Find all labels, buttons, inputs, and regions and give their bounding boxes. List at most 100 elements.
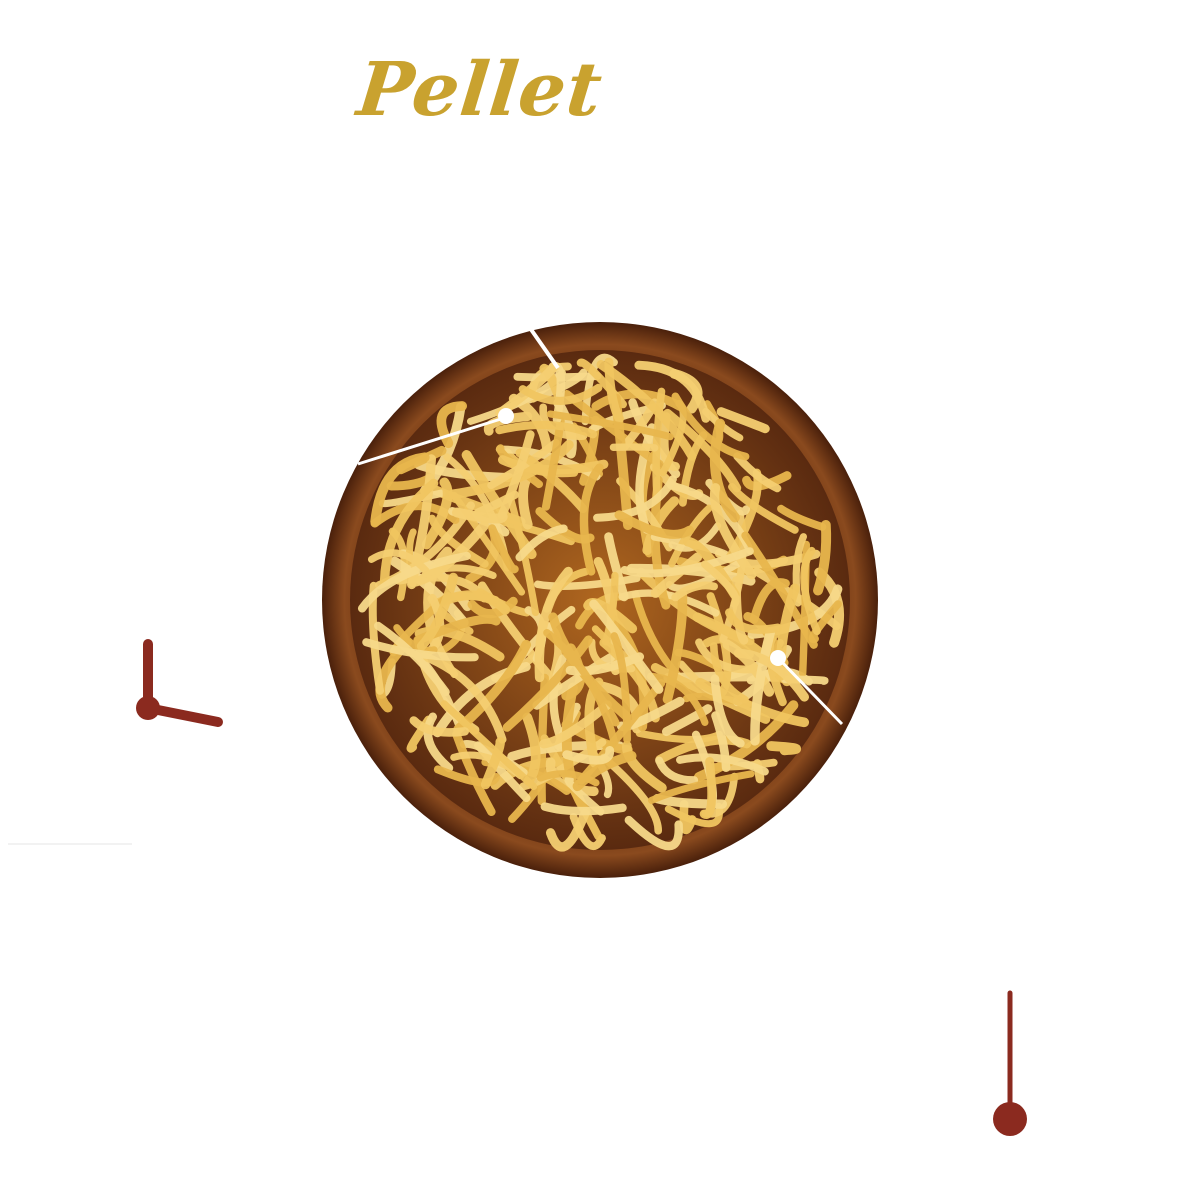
pasta-strand xyxy=(546,410,674,441)
pasta-bowl-illustration xyxy=(322,322,878,878)
pasta-strand xyxy=(620,547,754,578)
pasta-strand xyxy=(604,532,629,602)
pasta-strand xyxy=(518,383,603,405)
pasta-strand xyxy=(622,740,667,793)
pasta-strand xyxy=(416,572,458,651)
pasta-strand xyxy=(367,549,430,575)
pasta-strand xyxy=(813,519,832,596)
pasta-strand xyxy=(593,475,677,522)
pasta-strand xyxy=(699,757,717,819)
pasta-strand xyxy=(716,407,770,434)
pasta-strand xyxy=(701,560,740,608)
pasta-strand xyxy=(709,483,757,580)
pasta-strand xyxy=(467,596,518,619)
pasta-strand xyxy=(634,360,711,423)
pasta-strand xyxy=(452,730,496,816)
pasta-strand xyxy=(421,564,497,579)
pasta-strand xyxy=(624,815,683,851)
pasta-strand xyxy=(440,700,538,791)
pasta-strand xyxy=(414,626,505,662)
pasta-strand xyxy=(522,712,541,786)
pasta-strand xyxy=(379,478,439,587)
pasta-strand xyxy=(357,551,471,613)
pasta-strand xyxy=(750,627,775,746)
pasta-strand xyxy=(647,770,755,804)
pasta-strand xyxy=(800,546,821,636)
pasta-strand xyxy=(733,648,809,702)
pasta-strand xyxy=(661,704,713,737)
callout-line-right xyxy=(776,656,844,726)
pasta-strand xyxy=(515,524,568,562)
pasta-strand xyxy=(378,489,446,508)
pasta-strand xyxy=(543,629,618,744)
pasta-strand xyxy=(474,741,531,803)
pasta-strand xyxy=(777,504,827,531)
pasta-strand xyxy=(766,741,801,756)
pasta-strand xyxy=(393,624,438,655)
pasta-strand xyxy=(722,639,775,697)
pasta-strand xyxy=(650,552,703,598)
pasta-strand xyxy=(453,639,531,735)
pasta-strands xyxy=(357,353,844,852)
pasta-strand xyxy=(635,423,657,534)
pasta-strand xyxy=(604,357,624,424)
pasta-strand xyxy=(749,578,790,624)
pasta-strand xyxy=(671,581,718,602)
pasta-strand xyxy=(370,452,430,527)
pasta-strand xyxy=(539,403,588,440)
pasta-strand xyxy=(614,510,695,539)
pasta-strand xyxy=(545,808,590,852)
pasta-strand xyxy=(450,491,526,596)
pasta-strand xyxy=(565,652,645,676)
pasta-strand xyxy=(420,652,507,744)
pasta-strand xyxy=(495,420,598,439)
pasta-strand xyxy=(710,674,745,748)
pasta-bowl-image xyxy=(318,318,882,882)
pasta-strand xyxy=(452,507,508,524)
pasta-strand xyxy=(647,672,709,726)
pasta-strand xyxy=(733,452,782,493)
pasta-strand xyxy=(709,418,740,523)
pasta-strand xyxy=(710,642,749,704)
product-title: Pellet xyxy=(353,47,607,133)
pasta-strand xyxy=(421,477,453,550)
pasta-strand xyxy=(671,392,750,461)
thermometer-icon xyxy=(980,985,1040,1145)
pasta-strand xyxy=(539,700,612,749)
clock-icon xyxy=(120,630,240,740)
pasta-strand xyxy=(719,509,747,644)
pasta-strand xyxy=(572,751,637,792)
pasta-strand xyxy=(409,716,469,737)
pasta-strand xyxy=(650,663,771,724)
pasta-strand xyxy=(502,635,593,732)
pasta-strand xyxy=(389,556,469,628)
pasta-strand xyxy=(414,460,514,482)
pasta-strand xyxy=(676,753,769,776)
pasta-strand xyxy=(540,802,627,816)
pasta-strand xyxy=(480,737,505,790)
pasta-strand xyxy=(534,566,573,683)
pasta-strand xyxy=(362,638,479,662)
callout-dot-right xyxy=(770,650,786,666)
callout-dot-left xyxy=(498,408,514,424)
pasta-strand xyxy=(610,632,631,744)
callout-lines xyxy=(357,326,844,726)
pasta-strand xyxy=(518,475,533,530)
pasta-strand xyxy=(562,746,615,765)
pasta-strand xyxy=(488,524,519,574)
callout-line-left xyxy=(357,416,505,466)
pasta-strand xyxy=(474,490,519,517)
pasta-strand xyxy=(589,599,664,694)
pasta-strand xyxy=(725,608,782,634)
pasta-strand xyxy=(433,765,501,787)
pasta-strand xyxy=(711,711,731,772)
pasta-strand xyxy=(728,482,799,534)
divider xyxy=(8,843,132,845)
pasta-strand xyxy=(497,430,535,519)
pasta-strand xyxy=(602,571,619,646)
pasta-strand xyxy=(655,756,699,785)
callout-line-top xyxy=(528,326,560,370)
pasta-strand xyxy=(448,439,574,500)
pasta-strand xyxy=(596,360,697,461)
